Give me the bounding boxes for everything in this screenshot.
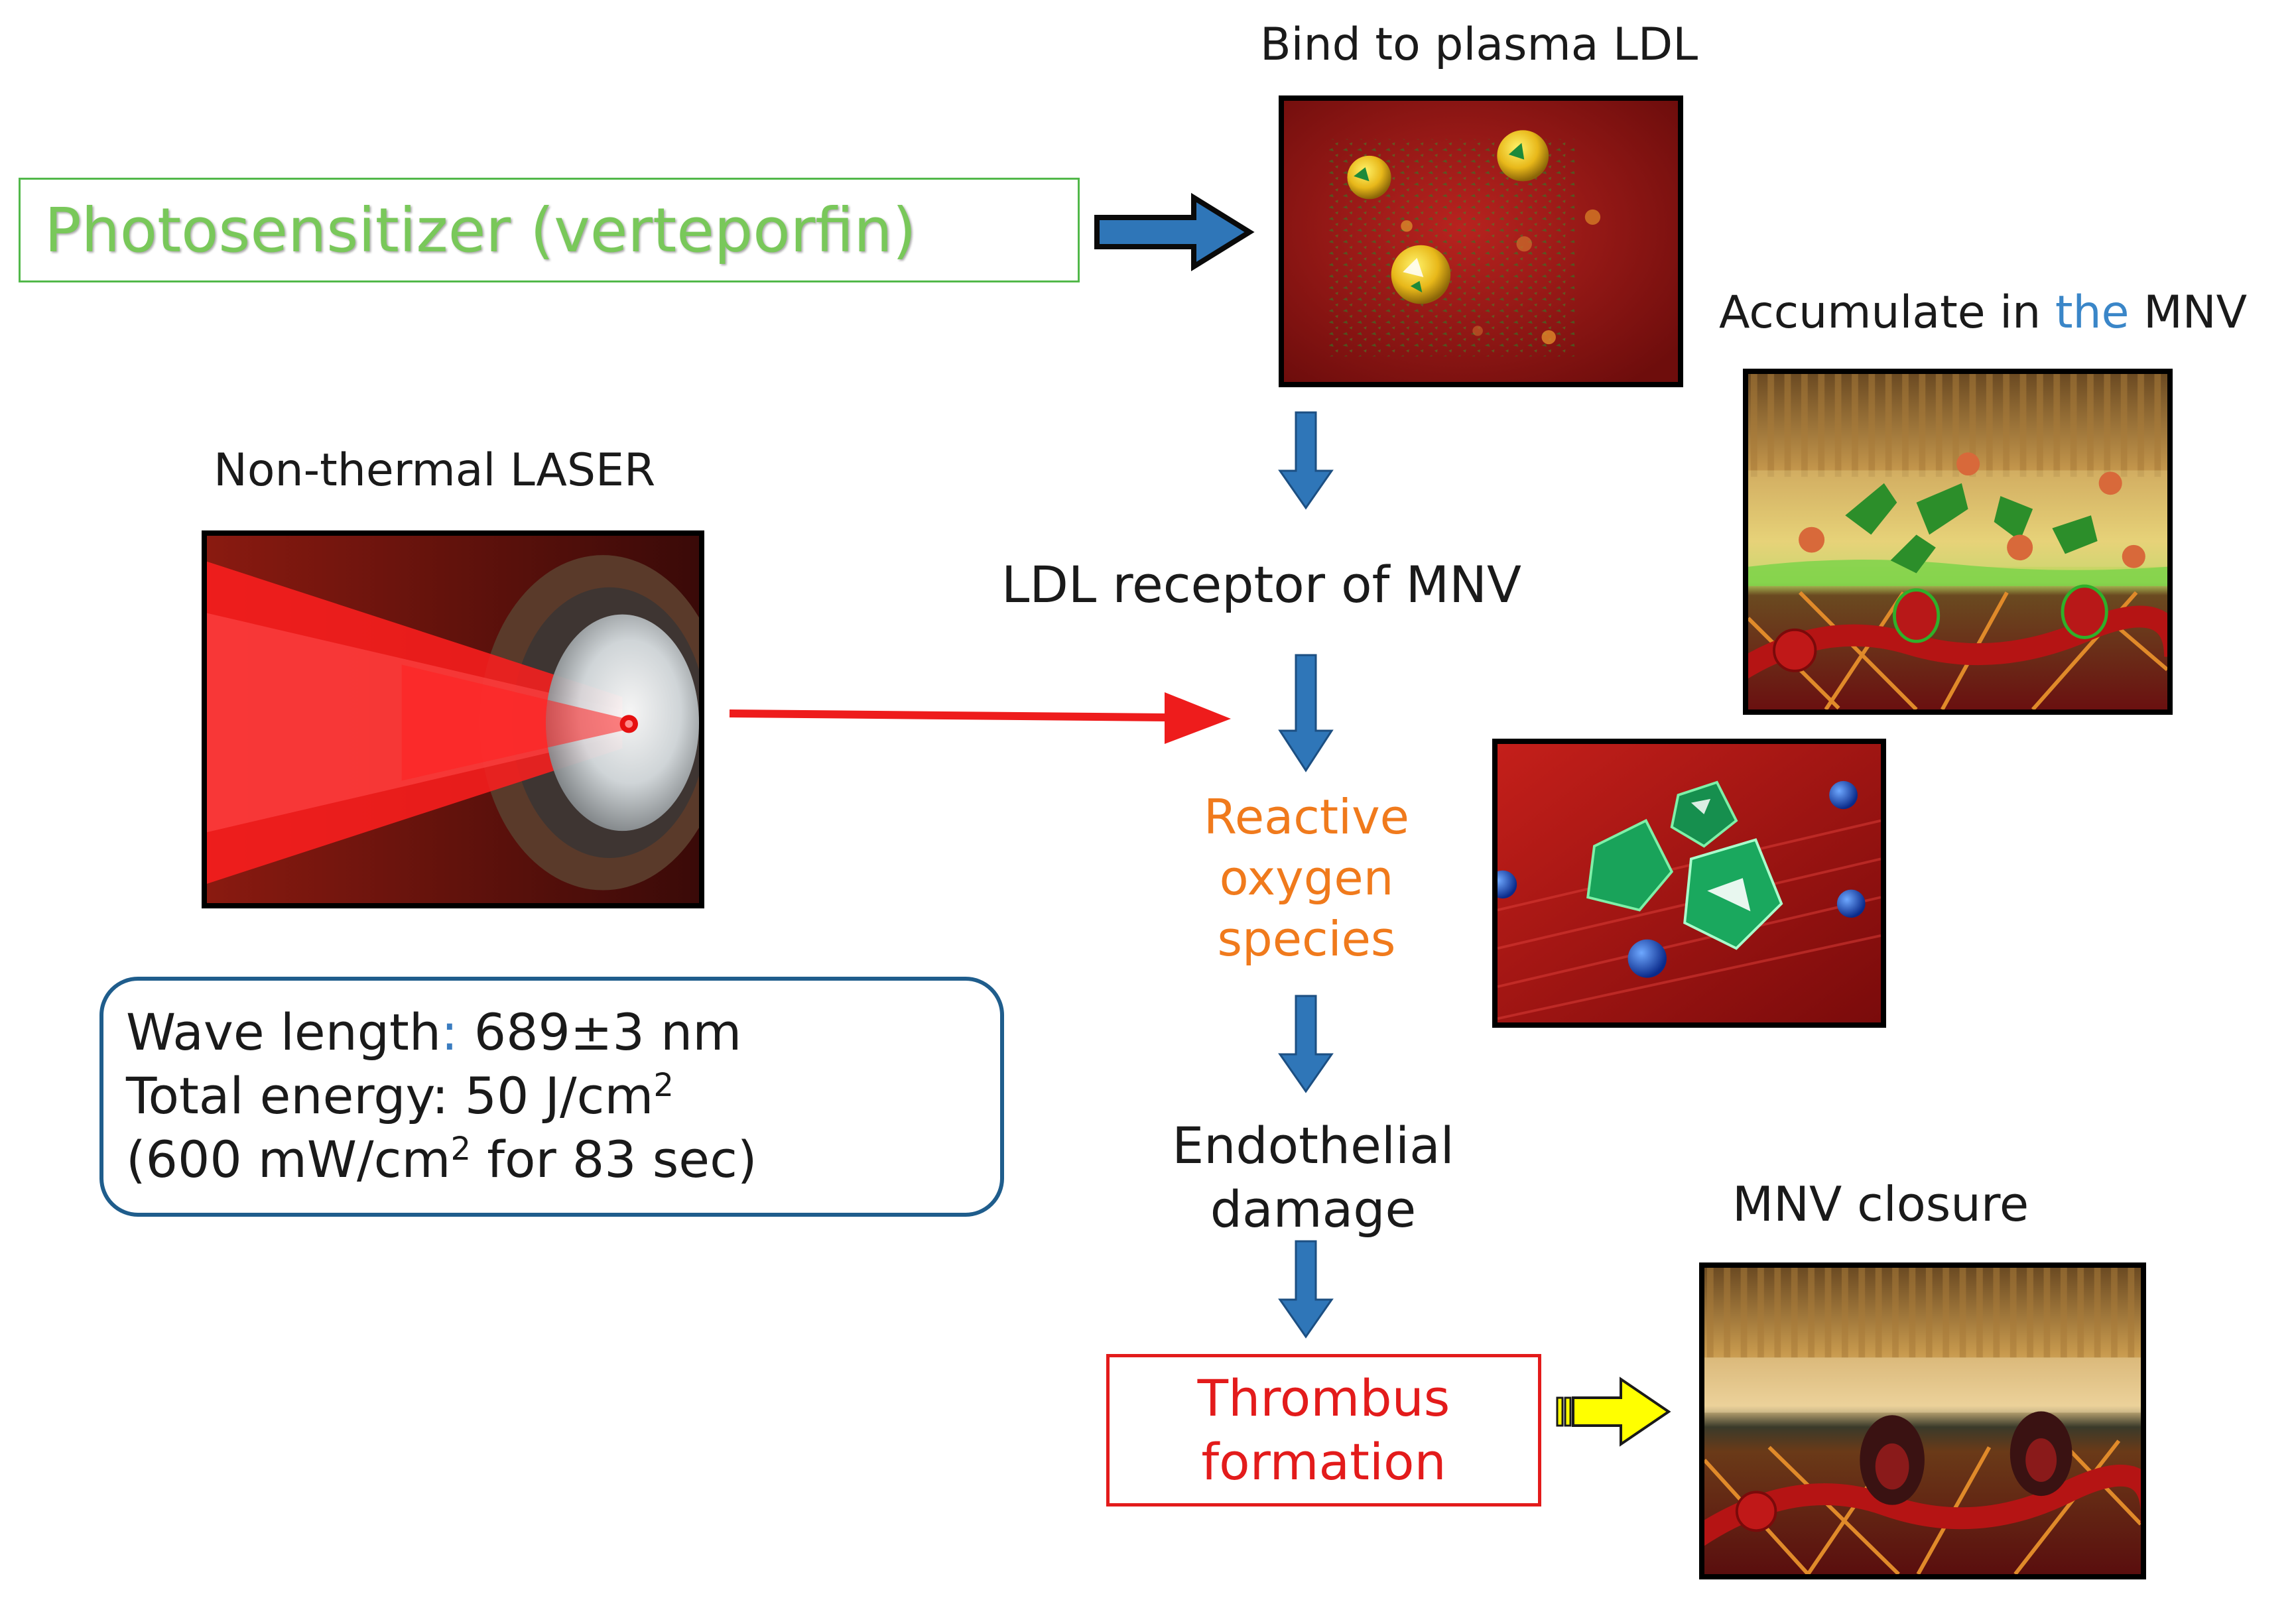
arrow-laser-to-ros (729, 692, 1231, 744)
ldl-binding-image (1279, 95, 1683, 387)
endo-line-2: damage (1210, 1180, 1417, 1239)
laser-eye-image (202, 530, 704, 908)
arrow-photosensitizer-to-ldl (1094, 192, 1255, 272)
photosensitizer-label: Photosensitizer (verteporfin) (44, 194, 917, 266)
fluence-line: (600 mW/cm2 for 83 sec) (126, 1128, 1000, 1192)
endo-line-1: Endothelial (1172, 1116, 1454, 1175)
mnv-closure-image (1699, 1262, 2146, 1579)
ros-line-2: oxygen (1219, 850, 1394, 906)
wave-label: Wave length (126, 1003, 441, 1062)
accumulate-the: the (2055, 286, 2130, 339)
arrow-ldl-to-receptor (1278, 411, 1334, 510)
ros-line-1: Reactive (1204, 789, 1409, 845)
thrombus-box: Thrombus formation (1106, 1354, 1541, 1506)
fluence-open: (600 mW/cm (126, 1130, 451, 1189)
fluence-sup: 2 (450, 1131, 472, 1168)
laser-label: Non-thermal LASER (214, 444, 656, 497)
laser-parameters-box: Wave length: 689±3 nm Total energy: 50 J… (99, 977, 1004, 1217)
fluence-close: for 83 sec) (471, 1130, 757, 1189)
wave-length-line: Wave length: 689±3 nm (126, 1001, 1000, 1064)
thrombus-line-2: formation (1201, 1432, 1446, 1491)
arrow-receptor-to-ros (1278, 654, 1334, 772)
total-energy-line: Total energy: 50 J/cm2 (126, 1064, 1000, 1128)
accumulate-suffix: MNV (2143, 286, 2248, 339)
wave-value: 689±3 nm (474, 1003, 742, 1062)
accumulate-mnv-image (1743, 369, 2173, 715)
thrombus-label: Thrombus formation (1198, 1367, 1450, 1494)
reactive-oxygen-species-image (1492, 739, 1886, 1028)
photosensitizer-box: Photosensitizer (verteporfin) (19, 178, 1080, 282)
mnv-closure-label: MNV closure (1732, 1176, 2029, 1232)
accumulate-prefix: Accumulate in (1719, 286, 2041, 339)
bind-ldl-label: Bind to plasma LDL (1260, 19, 1698, 71)
ros-line-3: species (1217, 911, 1396, 967)
arrow-thrombus-to-closure (1556, 1377, 1671, 1447)
arrow-endothelial-to-thrombus (1278, 1240, 1334, 1339)
energy-text: Total energy: 50 J/cm (126, 1066, 654, 1125)
arrow-ros-to-endothelial (1278, 995, 1334, 1093)
energy-sup: 2 (653, 1067, 674, 1104)
ros-label: Reactive oxygen species (1167, 786, 1446, 969)
wave-colon: : (441, 1003, 458, 1062)
ldl-receptor-label: LDL receptor of MNV (1001, 555, 1522, 614)
thrombus-line-1: Thrombus (1197, 1369, 1450, 1428)
accumulate-mnv-label: Accumulate in the MNV (1719, 290, 2247, 336)
endothelial-damage-label: Endothelial damage (1127, 1114, 1499, 1241)
